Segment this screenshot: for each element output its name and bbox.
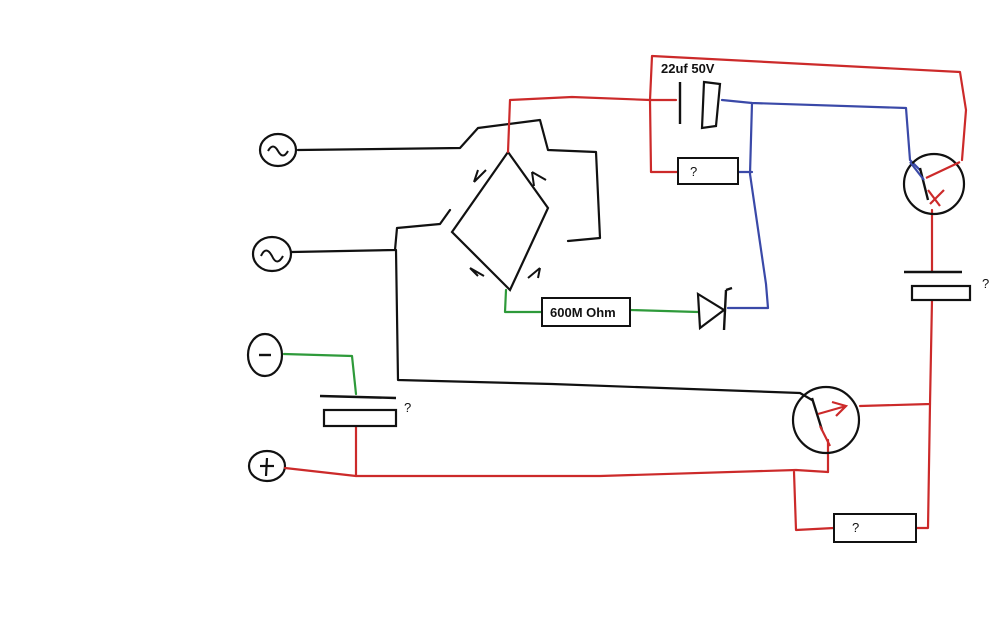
resistor-600m-label: 600M Ohm [550, 305, 616, 320]
blue-wires [720, 98, 922, 310]
cap-right-label: ? [982, 276, 989, 291]
cap-top-label: 22uf 50V [661, 61, 715, 76]
plus-terminal [247, 449, 287, 483]
zener-diode [696, 286, 733, 331]
resistor-bottom-label: ? [852, 520, 859, 535]
sine-icon [267, 145, 289, 157]
resistor-top-label: ? [690, 164, 697, 179]
bridge-rectifier [450, 150, 550, 292]
resistor-top: ? [677, 157, 739, 185]
capacitor-left: ? [319, 394, 411, 428]
capacitor-right: ? [904, 270, 989, 302]
resistor-bottom: ? [833, 513, 917, 543]
cap-left-label: ? [404, 400, 411, 415]
capacitor-22uf: 22uf 50V [661, 61, 722, 130]
ac-terminal-2 [251, 235, 293, 273]
transistor-top [902, 152, 966, 216]
minus-terminal [246, 332, 284, 378]
ac-terminal-1 [258, 132, 298, 168]
transistor-bottom [791, 385, 861, 455]
green-wires [282, 288, 700, 396]
resistor-600m: 600M Ohm [541, 297, 631, 327]
sine-icon [260, 249, 284, 263]
red-wires [283, 54, 968, 532]
